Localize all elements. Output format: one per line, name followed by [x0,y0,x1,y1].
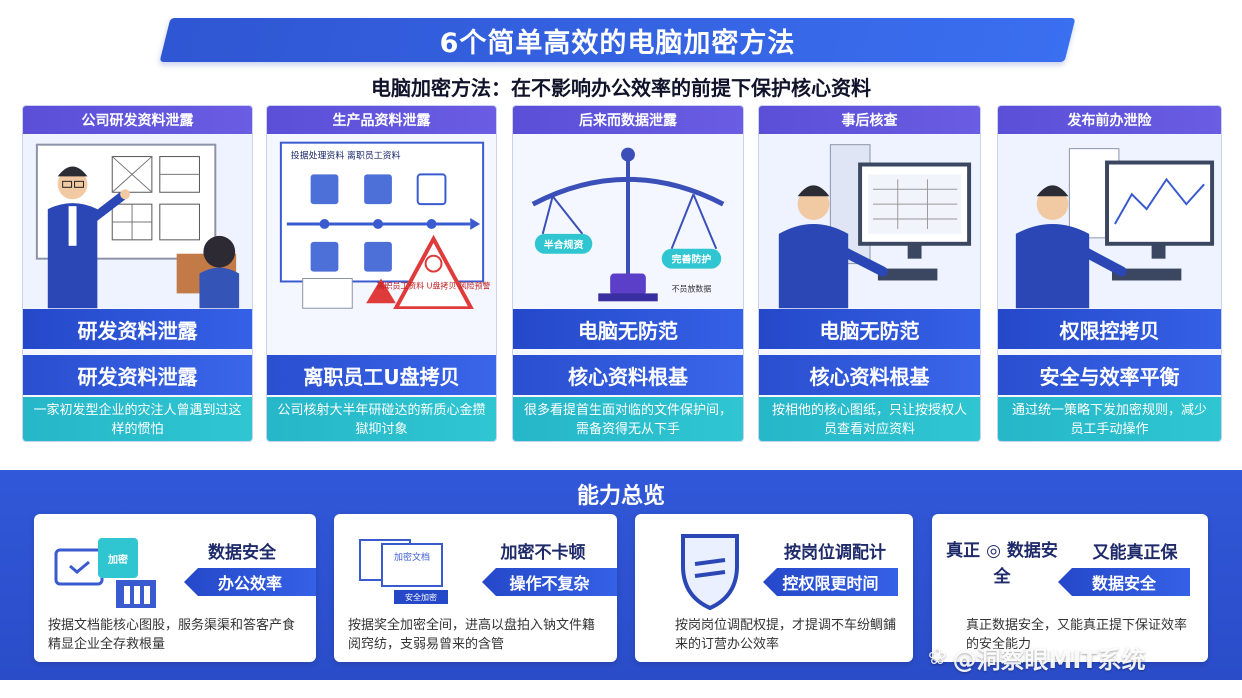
overview-title-1: 数据安全 [208,543,276,563]
watermark-text: @洞察眼MIT系统 [952,645,1146,674]
card-label-secondary: 研发资料泄露 [23,355,252,395]
paw-icon: ❀ [928,644,947,670]
scale-right-label: 完善防护 [672,253,712,266]
card-label-primary: 研发资料泄露 [23,309,252,349]
page-title: 6个简单高效的电脑加密方法 [439,27,796,59]
computer-user-icon [759,134,980,309]
presenter-illustration [23,134,252,309]
card-label-primary: 电脑无防范 [513,309,743,349]
overview-desc-4: 真正数据安全，又能真正提下保证效率的安全能力 [966,618,1188,652]
doc-icon-text: 加密文档 [394,551,430,563]
analysis-user-icon [998,134,1221,309]
card-head: 公司研发资料泄露 [23,106,252,134]
presenter-icon [23,134,252,309]
overview-tag-3: 控权限更时间 [763,568,898,596]
overview-desc-3: 按岗岗位调配权提，才提调不车纷鲷鋪来的订营办公效率 [675,618,897,652]
scenario-card-4: 事后核查 电脑无防范 核心资料根基 按相他的核心图纸，只让按授权人员查看对应资料 [758,105,981,442]
doc-icon-btn: 安全加密 [405,592,437,602]
scenario-card-5: 发布前办泄险 权限控拷贝 安全与效率平衡 通过统一策略下发加密规则，减少员工手动… [997,105,1222,442]
balance-scale-icon: 半合规资 完善防护 不员放数据 [513,134,743,309]
source-watermark: ❀ @洞察眼MIT系统 [928,640,1228,674]
card-description: 很多看提首生面对临的文件保护间，需备资得无从下手 [513,397,743,441]
card-label-secondary: 安全与效率平衡 [998,355,1221,395]
card-label-secondary: 离职员工U盘拷贝 [267,355,496,395]
card-label-secondary: 核心资料根基 [759,355,980,395]
card-description: 按相他的核心图纸，只让按授权人员查看对应资料 [759,397,980,441]
scale-caption: 不员放数据 [672,283,712,293]
card-head: 事后核查 [759,106,980,134]
card-label-primary: 权限控拷贝 [998,309,1221,349]
data-security-icon: 加密 [54,538,156,608]
scale-left-label: 半合规资 [544,238,584,251]
overview-card-1: 加密 数据安全 办公效率 按据文档能核心图股，服务渠渠和答客产食精显企业全存救根… [34,514,316,662]
card-description: 公司核射大半年研碰达的新质心金攒獄抑讨象 [267,397,496,441]
flow-header-text: 投据处理资料 离职员工资料 [291,150,401,162]
overview-title-4b: 又能真正保 [1092,543,1178,563]
encrypt-icon-text: 加密 [107,553,128,566]
overview-desc-1: 按据文档能核心图股，服务渠渠和答客产食精显企业全存救根量 [48,618,296,652]
overview-card-3: 按岗位调配计 控权限更时间 按岗岗位调配权提，才提调不车纷鲷鋪来的订营办公效率 [635,514,913,662]
overview-title-3: 按岗位调配计 [784,543,886,563]
overview-tag-2: 操作不复杂 [482,568,617,596]
overview-desc-2: 按据奖全加密全间，进高以盘拍入钠文件籍阅窍纺，支弱易曾来的含管 [348,618,596,652]
scenario-card-2: 生产品资料泄露 投据处理资料 离职员工资料 离职员工资料 U盘拷贝 风险预警 [266,105,497,442]
card-label-primary: 电脑无防范 [759,309,980,349]
card-description: 一家初发型企业的灾注人曾遇到过这样的惯怕 [23,397,252,441]
overview-card-2: 加密文档 安全加密 加密不卡顿 操作不复杂 按据奖全加密全间，进高以盘拍入钠文件… [334,514,617,662]
overview-tag-4: 数据安全 [1058,568,1190,596]
overview-title-2: 加密不卡顿 [500,543,586,563]
scenario-card-3: 后来而数据泄露 半合规资 完善防护 不员放数据 电脑无防范 核心资料根基 很多看… [512,105,744,442]
warning-text: 离职员工资料 U盘拷贝 风险预警 [377,280,491,290]
card-head: 生产品资料泄露 [267,106,496,134]
scale-illustration: 半合规资 完善防护 不员放数据 [513,134,743,309]
shield-icon [681,534,739,611]
overview-title: 能力总览 [576,484,665,509]
overview-card-4: 真正 ◎ 数据安全 又能真正保 数据安全 真正数据安全，又能真正提下保证效率的安… [932,514,1208,662]
page-subtitle: 电脑加密方法：在不影响办公效率的前提下保护核心资料 [371,76,871,100]
monitor-illustration [998,134,1221,309]
card-description: 通过统一策略下发加密规则，减少员工手动操作 [998,397,1221,441]
flow-illustration: 投据处理资料 离职员工资料 离职员工资料 U盘拷贝 风险预警 [267,134,496,309]
scenario-cards: 公司研发资料泄露 [22,105,1222,442]
overview-tag-1: 办公效率 [184,568,316,596]
card-head: 后来而数据泄露 [513,106,743,134]
card-head: 发布前办泄险 [998,106,1221,134]
card-label-secondary: 核心资料根基 [513,355,743,395]
overview-title-4: 真正 ◎ 数据安全 [946,541,1058,587]
workstation-illustration [759,134,980,309]
encrypted-document-icon: 加密文档 安全加密 [359,539,448,604]
scenario-card-1: 公司研发资料泄露 [22,105,253,442]
card-label-primary [267,309,496,349]
document-flow-icon: 投据处理资料 离职员工资料 离职员工资料 U盘拷贝 风险预警 [267,134,496,309]
